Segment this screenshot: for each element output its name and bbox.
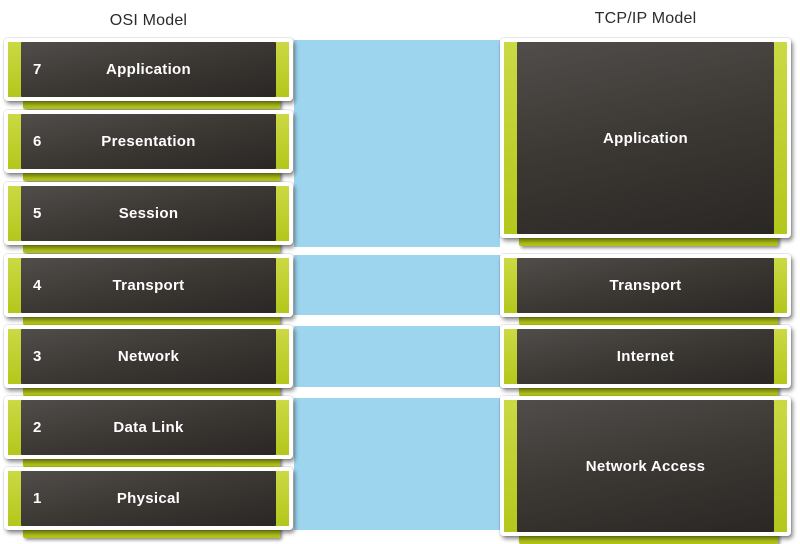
layer-frame: 2 Data Link — [4, 396, 293, 459]
layer-body: 2 Data Link — [21, 400, 276, 455]
osi-layer-number: 1 — [33, 490, 42, 507]
osi-layer-label: Network — [117, 348, 180, 365]
tcpip-layer-label: Transport — [609, 277, 682, 294]
tcpip-layer-label: Internet — [616, 348, 675, 365]
osi-layer-number: 2 — [33, 419, 42, 436]
osi-layer-6-box: 6 Presentation — [4, 110, 293, 181]
osi-layer-5-box: 5 Session — [4, 182, 293, 253]
layer-frame: 3 Network — [4, 325, 293, 388]
tcpip-layer-transport-box: Transport — [500, 254, 791, 325]
layer-body: 1 Physical — [21, 471, 276, 526]
layer-frame: Network Access — [500, 396, 791, 536]
layer-body: 7 Application — [21, 42, 276, 97]
osi-layer-number: 3 — [33, 348, 42, 365]
tcpip-layer-application-box: Application — [500, 38, 791, 246]
layer-frame: 4 Transport — [4, 254, 293, 317]
osi-layer-number: 4 — [33, 277, 42, 294]
layer-frame: Transport — [500, 254, 791, 317]
osi-layer-label: Presentation — [101, 133, 196, 150]
layer-frame: 6 Presentation — [4, 110, 293, 173]
mapping-band-transport — [294, 255, 500, 315]
tcpip-model-title: TCP/IP Model — [594, 10, 697, 27]
osi-layer-4-box: 4 Transport — [4, 254, 293, 325]
layer-frame: 1 Physical — [4, 467, 293, 530]
mapping-band-network-access — [294, 398, 500, 530]
tcpip-layer-network-access-box: Network Access — [500, 396, 791, 544]
layer-body: Internet — [517, 329, 774, 384]
mapping-band-internet — [294, 326, 500, 387]
osi-layer-number: 7 — [33, 61, 42, 78]
layer-body: Network Access — [517, 400, 774, 532]
layer-body: 5 Session — [21, 186, 276, 241]
osi-layer-1-box: 1 Physical — [4, 467, 293, 538]
osi-layer-label: Transport — [112, 277, 185, 294]
tcpip-layer-internet-box: Internet — [500, 325, 791, 396]
osi-layer-label: Data Link — [113, 419, 184, 436]
osi-model-title: OSI Model — [109, 12, 188, 29]
layer-frame: 5 Session — [4, 182, 293, 245]
osi-layer-number: 6 — [33, 133, 42, 150]
mapping-band-application — [294, 40, 500, 247]
tcpip-layer-label: Network Access — [585, 457, 706, 475]
layer-body: 6 Presentation — [21, 114, 276, 169]
layer-body: Transport — [517, 258, 774, 313]
osi-layer-3-box: 3 Network — [4, 325, 293, 396]
layer-frame: 7 Application — [4, 38, 293, 101]
layer-frame: Application — [500, 38, 791, 238]
osi-layer-label: Session — [118, 205, 179, 222]
layer-body: 3 Network — [21, 329, 276, 384]
layer-body: Application — [517, 42, 774, 234]
osi-layer-2-box: 2 Data Link — [4, 396, 293, 467]
osi-layer-number: 5 — [33, 205, 42, 222]
tcpip-layer-label: Application — [603, 129, 688, 147]
layer-body: 4 Transport — [21, 258, 276, 313]
osi-layer-label: Physical — [116, 490, 181, 507]
layer-frame: Internet — [500, 325, 791, 388]
osi-layer-label: Application — [106, 61, 191, 78]
osi-layer-7-box: 7 Application — [4, 38, 293, 109]
